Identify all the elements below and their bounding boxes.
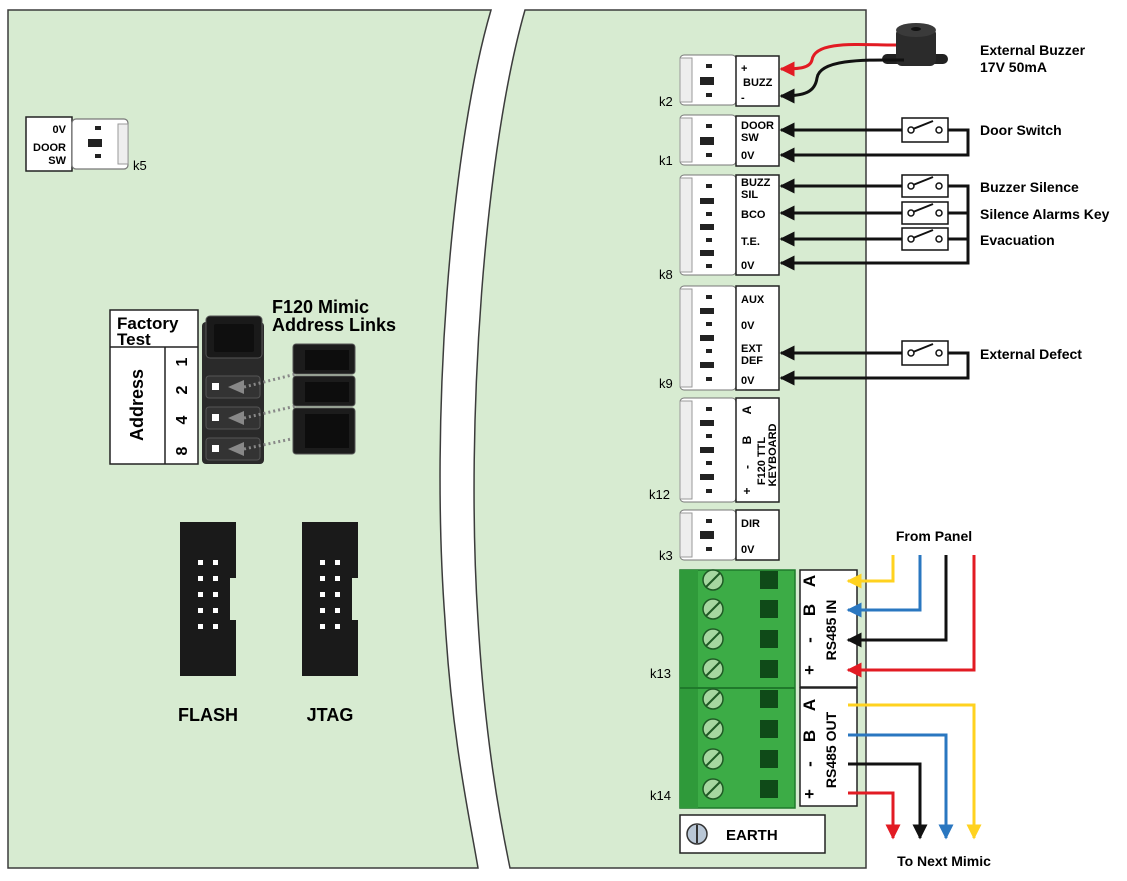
rs485-in-pin-a: A bbox=[800, 575, 819, 587]
address-table: Factory Test Address 1 2 4 8 bbox=[109, 309, 199, 465]
buzzer-icon bbox=[882, 23, 948, 66]
connector-k8: BUZZ SIL BCO T.E. 0V k8 bbox=[659, 174, 780, 282]
terminal-block-k13-k14 bbox=[679, 569, 796, 809]
evacuation-label: Evacuation bbox=[980, 232, 1055, 248]
connector-k3: DIR 0V k3 bbox=[659, 509, 780, 563]
k12-label-b: B bbox=[740, 435, 754, 444]
rs485-out-name: RS485 OUT bbox=[823, 711, 839, 788]
jtag-label: JTAG bbox=[307, 705, 354, 725]
k8-label-buzz: BUZZ bbox=[741, 177, 771, 189]
k9-id: k9 bbox=[659, 376, 673, 391]
buzzer-silence-label: Buzzer Silence bbox=[980, 179, 1079, 195]
k12-label-a: A bbox=[740, 405, 754, 414]
k2-label-minus: - bbox=[741, 92, 745, 104]
mimic-title-2: Address Links bbox=[272, 315, 396, 335]
k12-label-plus: + bbox=[740, 487, 754, 494]
k3-label-0v: 0V bbox=[741, 544, 755, 556]
terminal-sockets bbox=[760, 571, 778, 798]
address-header bbox=[202, 315, 264, 464]
to-next-mimic-label: To Next Mimic bbox=[897, 853, 991, 869]
rs485-out-box: A B - + RS485 OUT bbox=[799, 687, 858, 807]
rs485-in-name: RS485 IN bbox=[823, 600, 839, 661]
evacuation-switch-icon bbox=[901, 227, 949, 251]
k14-id: k14 bbox=[650, 788, 671, 803]
flash-label: FLASH bbox=[178, 705, 238, 725]
address-bit-1: 1 bbox=[174, 357, 191, 366]
rs485-in-pin-minus: - bbox=[800, 637, 819, 643]
connector-k12: A B - + F120 TTL KEYBOARD k12 bbox=[649, 397, 780, 503]
k12-id: k12 bbox=[649, 487, 670, 502]
silence-alarms-key-label: Silence Alarms Key bbox=[980, 206, 1110, 222]
rs485-out-pin-plus: + bbox=[800, 789, 819, 799]
k2-label-plus: + bbox=[741, 63, 747, 75]
k8-label-bco: BCO bbox=[741, 209, 766, 221]
external-defect-switch-icon bbox=[901, 340, 949, 366]
mimic-address-links bbox=[292, 343, 356, 455]
k8-label-sil: SIL bbox=[741, 189, 758, 201]
rs485-out-pin-a: A bbox=[800, 699, 819, 711]
k1-id: k1 bbox=[659, 153, 673, 168]
buzzer-label-2: 17V 50mA bbox=[980, 59, 1047, 75]
rs485-in-pin-b: B bbox=[800, 604, 819, 616]
k9-label-0v-2: 0V bbox=[741, 375, 755, 387]
buzzer-label-1: External Buzzer bbox=[980, 42, 1086, 58]
k8-label-0v: 0V bbox=[741, 260, 755, 272]
rs485-out-pin-b: B bbox=[800, 730, 819, 742]
connector-k5: 0V DOOR SW k5 bbox=[25, 116, 147, 173]
k1-label-door: DOOR bbox=[741, 120, 774, 132]
buzzer-silence-switch-icon bbox=[901, 174, 949, 198]
k5-label-sw: SW bbox=[48, 155, 66, 167]
rs485-in-pin-plus: + bbox=[800, 665, 819, 675]
from-panel-label: From Panel bbox=[896, 528, 972, 544]
k12-label-ttl: F120 TTL bbox=[756, 437, 768, 486]
k9-label-ext: EXT bbox=[741, 343, 763, 355]
earth-label: EARTH bbox=[726, 827, 778, 844]
k2-label-buzz: BUZZ bbox=[743, 77, 773, 89]
jtag-header bbox=[302, 522, 358, 676]
earth-terminal: EARTH bbox=[679, 814, 826, 854]
k13-id: k13 bbox=[650, 666, 671, 681]
door-switch-label: Door Switch bbox=[980, 122, 1062, 138]
k2-id: k2 bbox=[659, 94, 673, 109]
address-bit-4: 4 bbox=[174, 415, 191, 424]
k8-id: k8 bbox=[659, 267, 673, 282]
k8-label-te: T.E. bbox=[741, 236, 760, 248]
address-bit-2: 2 bbox=[174, 385, 191, 394]
k1-label-sw: SW bbox=[741, 132, 759, 144]
silence-alarms-switch-icon bbox=[901, 201, 949, 225]
external-defect-label: External Defect bbox=[980, 346, 1082, 362]
k12-label-minus: - bbox=[740, 465, 754, 469]
k5-label-0v: 0V bbox=[53, 124, 67, 136]
rs485-in-box: A B - + RS485 IN bbox=[799, 569, 858, 688]
factory-label: Factory bbox=[117, 314, 179, 333]
connector-k1: DOOR SW 0V k1 bbox=[659, 114, 780, 168]
flash-header bbox=[180, 522, 236, 676]
k9-label-aux: AUX bbox=[741, 294, 765, 306]
rs485-out-pin-minus: - bbox=[800, 761, 819, 767]
connector-k2: + BUZZ - k2 bbox=[659, 54, 780, 109]
k12-label-keyboard: KEYBOARD bbox=[767, 423, 779, 486]
k3-label-dir: DIR bbox=[741, 518, 760, 530]
terminal-screws bbox=[702, 569, 724, 800]
connector-k9: AUX 0V EXT DEF 0V k9 bbox=[659, 285, 780, 391]
k9-label-def: DEF bbox=[741, 355, 763, 367]
k9-label-0v-1: 0V bbox=[741, 320, 755, 332]
door-switch-icon bbox=[901, 117, 949, 143]
k5-id: k5 bbox=[133, 158, 147, 173]
address-label: Address bbox=[127, 369, 147, 441]
mimic-title-1: F120 Mimic bbox=[272, 297, 369, 317]
k3-id: k3 bbox=[659, 548, 673, 563]
test-label: Test bbox=[117, 330, 151, 349]
address-bit-8: 8 bbox=[174, 446, 191, 455]
k1-label-0v: 0V bbox=[741, 150, 755, 162]
k5-label-door: DOOR bbox=[33, 142, 66, 154]
